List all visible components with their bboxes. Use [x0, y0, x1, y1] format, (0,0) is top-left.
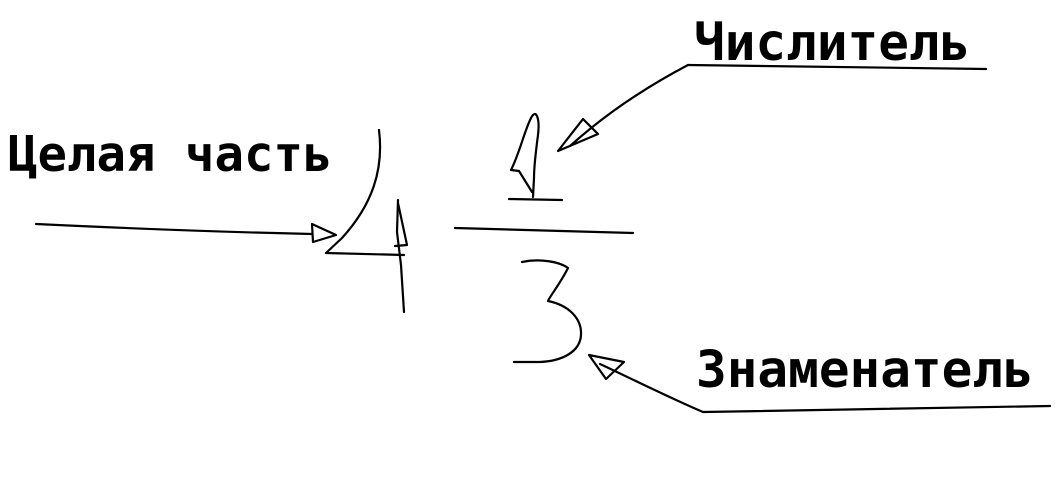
whole-part-arrow-head — [310, 222, 338, 244]
numerator-digit-glyph — [507, 112, 564, 202]
denominator-digit-glyph — [512, 259, 583, 364]
digit-1-stroke-base — [507, 197, 564, 202]
numerator-arrow — [556, 63, 988, 153]
fraction-bar — [453, 226, 635, 235]
whole-digit-glyph — [324, 128, 409, 314]
digit-3-stroke — [512, 259, 583, 364]
denominator-arrow-shaft — [598, 362, 705, 414]
denominator-arrow-head — [587, 353, 626, 381]
whole-part-arrow — [34, 222, 338, 244]
digit-4-stroke-flag — [393, 201, 409, 248]
numerator-underline — [686, 63, 988, 71]
digit-4-stroke-curve — [324, 128, 406, 257]
denominator-arrow — [587, 353, 1052, 414]
numerator-arrow-shaft — [568, 63, 690, 148]
denominator-label: Знаменатель — [696, 341, 1034, 400]
numerator-label: Числитель — [694, 14, 971, 73]
whole-part-arrow-shaft — [34, 222, 314, 236]
digit-1-stroke-loop — [509, 112, 540, 199]
whole-part-label: Целая часть — [8, 126, 333, 183]
numerator-arrow-head — [556, 117, 600, 153]
digit-4-stroke-vertical — [395, 198, 406, 314]
denominator-underline — [701, 404, 1052, 414]
